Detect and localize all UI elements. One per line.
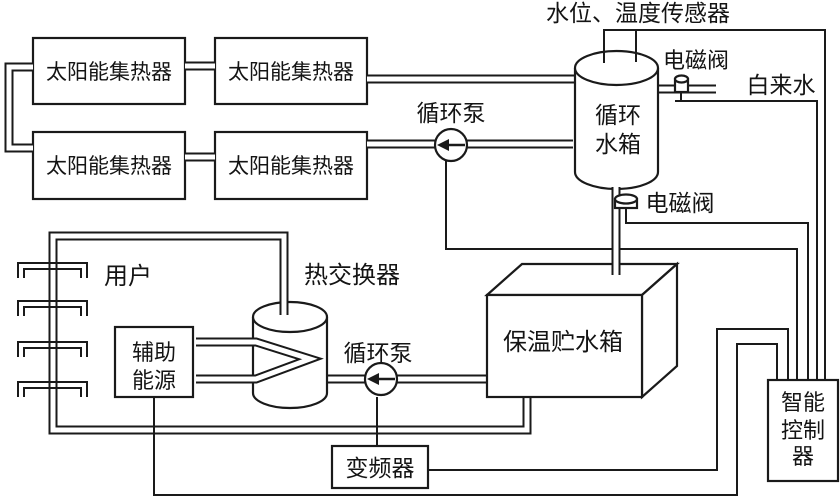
circulation-tank-top	[573, 49, 660, 87]
controller-label-line3: 器	[792, 444, 814, 469]
aux-label-line1: 辅助	[132, 340, 176, 365]
solar-collector-box-3	[31, 130, 187, 201]
wire-inverter-to-controller	[428, 328, 789, 471]
heat-exchanger-top	[251, 300, 329, 334]
pump-top-arrow-icon	[437, 139, 449, 151]
inverter-label: 变频器	[346, 456, 415, 481]
labels: 太阳能集热器 太阳能集热器 太阳能集热器 太阳能集热器 水位、温度传感器 电磁阀…	[46, 1, 825, 481]
radiator-3-outer	[17, 341, 88, 357]
user-radiators	[17, 262, 88, 397]
collector-label-1: 太阳能集热器	[46, 60, 172, 84]
wire-top-pump-to-controller	[445, 161, 798, 381]
sensor-label: 水位、温度传感器	[546, 1, 730, 26]
controller-label-line2: 控制	[781, 418, 825, 443]
wire-top-valve-to-controller	[675, 92, 818, 381]
solenoid-valve-top	[673, 74, 690, 94]
collector-label-2: 太阳能集热器	[228, 60, 354, 84]
pump-top	[433, 127, 469, 163]
pump-bottom-arrow-icon	[367, 373, 379, 385]
collector-label-4: 太阳能集热器	[228, 154, 354, 178]
controller-label-line1: 智能	[781, 390, 825, 415]
storage-tank	[484, 261, 680, 400]
solenoid-valve-bottom	[613, 193, 639, 210]
wire-sensors-to-controller	[603, 29, 826, 381]
circ-tank-label-line1: 循环	[595, 103, 641, 128]
radiator-2-inner	[23, 306, 82, 316]
radiator-1-inner	[23, 268, 82, 278]
pump-bottom-label: 循环泵	[344, 341, 413, 366]
circulation-tank-body	[573, 68, 660, 191]
tap-water-label: 白来水	[747, 73, 816, 98]
heat-exchanger-label: 热交换器	[304, 262, 400, 289]
inverter-box	[330, 444, 430, 490]
circulation-tank	[573, 49, 660, 191]
radiator-4-outer	[17, 381, 88, 397]
radiator-1-outer	[17, 262, 88, 278]
pump-bottom	[363, 361, 399, 397]
pipe-left-riser	[4, 62, 33, 153]
radiator-3-inner	[23, 347, 82, 357]
solar-collector-box-4	[213, 130, 369, 201]
pump-top-label: 循环泵	[417, 101, 486, 126]
circ-tank-label-line2: 水箱	[595, 132, 641, 157]
solenoid-valve-top-label: 电磁阀	[663, 48, 729, 73]
solenoid-valve-bottom-cap	[613, 193, 639, 205]
storage-tank-label: 保温贮水箱	[503, 329, 623, 356]
radiator-4-inner	[23, 387, 82, 397]
users-label: 用户	[104, 263, 152, 290]
wire-aux-energy-to-controller	[153, 343, 778, 496]
wire-bottom-valve-to-controller	[625, 208, 809, 381]
collector-label-3: 太阳能集热器	[46, 154, 172, 178]
storage-tank-front-face	[485, 293, 644, 399]
radiator-2-outer	[17, 300, 88, 316]
solenoid-valve-bottom-label: 电磁阀	[646, 191, 715, 216]
controller-box	[766, 378, 840, 483]
solar-collector-box-2	[213, 36, 369, 106]
control-wires	[153, 29, 826, 496]
collector-boxes	[31, 36, 369, 201]
solenoid-valve-top-cap	[673, 74, 690, 84]
aux-label-line2: 能源	[132, 368, 176, 393]
